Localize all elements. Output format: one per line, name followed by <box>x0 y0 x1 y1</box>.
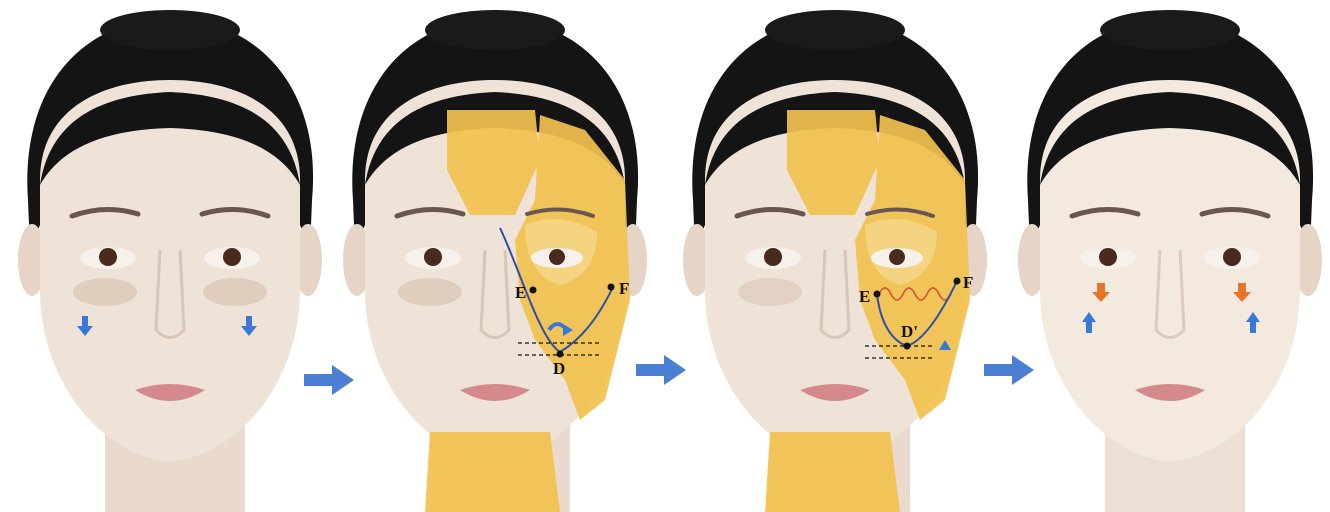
panel-1-face-before <box>10 0 330 512</box>
face-illustration-2: E F D <box>335 0 655 512</box>
label-d-prime: D' <box>901 322 918 341</box>
panel-4-face-after <box>1010 0 1330 512</box>
face-illustration-4 <box>1010 0 1330 512</box>
label-e: E <box>515 283 526 302</box>
face-illustration-3: E F D' <box>675 0 995 512</box>
face-illustration-1 <box>10 0 330 512</box>
label-f: F <box>963 273 973 292</box>
label-f: F <box>619 279 629 298</box>
panel-3-face-muscle-lifted: E F D' <box>675 0 995 512</box>
label-e: E <box>859 287 870 306</box>
label-d: D <box>553 359 565 378</box>
panel-2-face-muscle-anatomy: E F D <box>335 0 655 512</box>
